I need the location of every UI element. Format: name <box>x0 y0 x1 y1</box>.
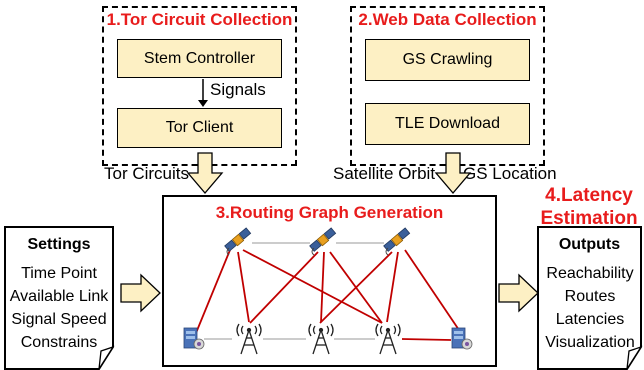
web-data-flow-arrow <box>434 152 472 195</box>
satellite-icon <box>224 227 252 256</box>
gray-links <box>204 242 384 340</box>
server-icon <box>183 327 205 350</box>
tor-circuits-label: Tor Circuits <box>104 164 190 183</box>
settings-flow-arrow <box>120 273 161 313</box>
tor-client-box: Tor Client <box>117 108 282 148</box>
outputs-flow-arrow <box>498 273 539 313</box>
outputs-page-curl <box>626 345 643 370</box>
settings-title: Settings <box>27 236 91 253</box>
outputs-item-latencies: Latencies <box>555 311 625 328</box>
web-data-collection-title: 2.Web Data Collection <box>358 10 537 29</box>
radio-tower-icon <box>308 323 334 355</box>
satellite-orbit-label: Satellite Orbit <box>333 164 436 183</box>
outputs-title: Outputs <box>558 236 621 253</box>
gs-location-label: GS Location <box>463 164 557 183</box>
server-icon <box>451 327 473 350</box>
signals-arrow-head <box>198 100 208 107</box>
gs-crawling-box: GS Crawling <box>365 39 530 81</box>
settings-item-time-point: Time Point <box>21 265 97 282</box>
signals-label: Signals <box>210 80 266 99</box>
radio-tower-icon <box>375 323 401 355</box>
settings-page-curl <box>98 345 115 370</box>
outputs-item-routes: Routes <box>564 288 616 305</box>
tor-circuits-flow-arrow <box>186 152 224 195</box>
latency-estimation-title-line2: Estimation <box>540 208 638 229</box>
latency-estimation-title-line1: 4.Latency <box>545 185 633 206</box>
tle-download-box: TLE Download <box>365 103 530 145</box>
settings-item-signal-speed: Signal Speed <box>11 311 107 328</box>
settings-item-available-link: Available Link <box>9 288 109 305</box>
stem-controller-box: Stem Controller <box>117 39 282 78</box>
satellite-icon <box>309 227 337 256</box>
settings-item-constrains: Constrains <box>20 334 98 351</box>
radio-tower-icon <box>236 323 262 355</box>
satellite-icon <box>383 227 411 256</box>
outputs-item-visualization: Visualization <box>545 334 635 351</box>
red-links <box>195 249 460 341</box>
tor-circuit-collection-title: 1.Tor Circuit Collection <box>106 10 293 29</box>
outputs-item-reachability: Reachability <box>546 265 634 282</box>
routing-graph-title: 3.Routing Graph Generation <box>215 203 444 222</box>
